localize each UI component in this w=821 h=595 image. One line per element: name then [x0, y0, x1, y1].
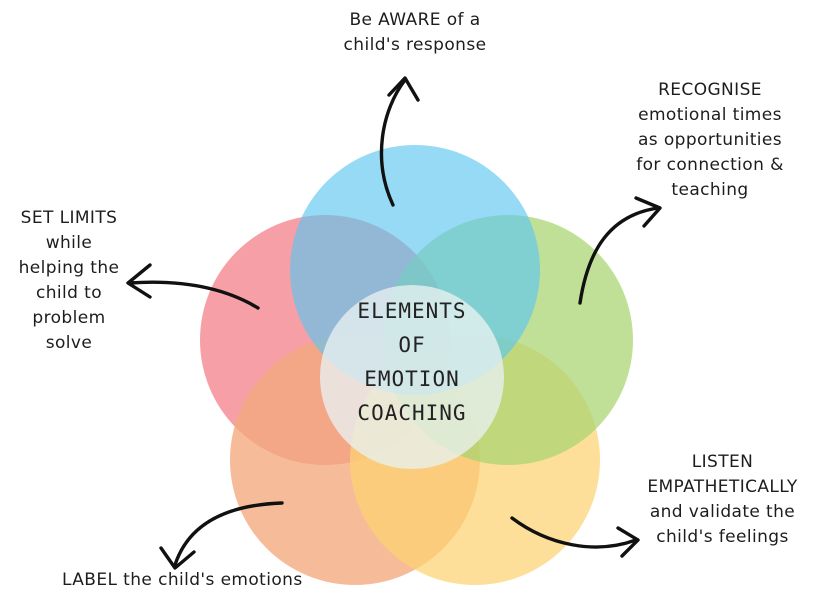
center-line: ELEMENTS [357, 299, 467, 323]
label-line: teaching [671, 180, 749, 200]
label-line: problem [32, 308, 106, 328]
arrow-to-recognise [578, 206, 660, 305]
label-line: child's response [343, 35, 487, 55]
arrow-to-label [173, 501, 284, 567]
label-line: LISTEN [691, 452, 754, 472]
arrow-to-aware [379, 78, 407, 207]
arrow-to-limits [128, 280, 260, 310]
label-line: child's feelings [656, 527, 789, 547]
arrowhead-recognise [634, 196, 662, 228]
arrow-to-listen [510, 516, 638, 549]
label-aware: Be AWARE of a child's response [335, 8, 495, 58]
label-line: SET LIMITS [20, 208, 118, 228]
label-recognise: RECOGNISE emotional times as opportuniti… [620, 78, 800, 203]
label-line: child to [35, 283, 103, 303]
label-line: while [45, 233, 93, 253]
label-line: EMPATHETICALLY [647, 477, 798, 497]
label-line: helping the [18, 258, 120, 278]
center-circle [320, 285, 504, 469]
label-line: Be AWARE of a [349, 10, 481, 30]
label-line: for connection & [636, 155, 784, 175]
arrowhead-label [159, 546, 196, 570]
center-line: OF [398, 333, 426, 357]
label-label: LABEL the child's emotions [62, 568, 342, 593]
arrowhead-listen [616, 526, 640, 558]
center-title: ELEMENTS OF EMOTION COACHING [322, 294, 502, 430]
label-line: LABEL the child's emotions [62, 570, 303, 590]
label-listen: LISTEN EMPATHETICALLY and validate the c… [630, 450, 815, 550]
label-line: solve [45, 333, 93, 353]
center-line: COACHING [357, 401, 467, 425]
label-line: and validate the [649, 502, 796, 522]
label-line: as opportunities [637, 130, 783, 150]
label-limits: SET LIMITS while helping the child to pr… [4, 206, 134, 356]
center-line: EMOTION [364, 367, 460, 391]
label-line: emotional times [638, 105, 782, 125]
label-line: RECOGNISE [658, 80, 762, 100]
arrowhead-limits [126, 263, 152, 299]
arrowhead-aware [387, 76, 420, 102]
